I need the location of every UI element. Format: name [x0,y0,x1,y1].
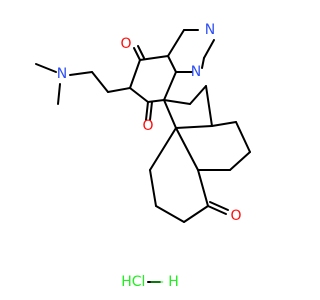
label-salt: HCl — H [121,274,179,290]
bond-five-5 [205,85,213,127]
bond-ring-a4 [163,71,177,101]
bond-ring-a2 [139,55,169,61]
bond-five-4 [175,125,213,129]
bond-right-5 [175,127,199,171]
bond-low-2 [149,169,157,207]
bond-layer [35,29,251,283]
atom-label-layer: N O O O N N HCl — H [57,22,242,290]
bond-low-1 [149,127,177,171]
bond-five-3 [163,99,177,129]
bond-ch2-ch2 [91,71,109,93]
label-o-right: O [230,208,241,224]
bond-ch2-ring [107,87,131,93]
bond-low-3 [155,205,185,223]
bond-co-mid-2 [149,101,153,121]
bond-ring-a1 [129,59,141,89]
bond-right-3 [229,151,251,171]
bond-five-2 [189,85,207,105]
label-o-mid: O [142,118,153,134]
bond-pyr-5 [201,57,205,69]
bond-pyr-1 [167,29,185,57]
bond-low-5 [197,169,209,207]
bond-low-4 [183,205,209,223]
bond-co-right-1 [207,205,227,215]
label-o-top: O [120,36,131,52]
bond-pyr-3 [203,39,215,59]
bond-co-mid-1 [145,101,149,121]
label-n-ring: N [191,64,201,80]
bond-five-1 [163,99,191,105]
bond-ring-a5 [147,99,165,103]
bond-ring-a6 [129,87,149,103]
bond-ring-a3 [167,55,177,73]
bond-co-top-2 [137,45,145,59]
label-n-pyrimidine: N [205,22,215,38]
molecule-structure: N O O O N N HCl — H [35,22,251,290]
bond-n-ch2 [69,71,93,76]
bond-co-right-2 [209,201,229,211]
bond-co-top-1 [133,47,141,61]
bond-n-methyl2 [57,83,61,105]
label-n-amine: N [57,66,67,82]
bond-right-1 [211,121,237,127]
bond-right-2 [235,121,251,153]
bond-methyl1-n [35,63,57,73]
